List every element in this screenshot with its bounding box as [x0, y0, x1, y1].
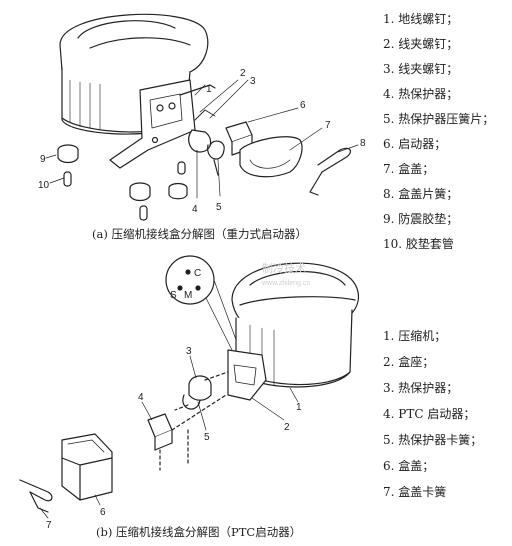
legend-b-item: 7. 盒盖卡簧	[383, 485, 447, 499]
legend-a-item: 4. 热保护器；	[383, 87, 459, 101]
callout-b-5: 5	[204, 432, 210, 443]
legend-a-item: 5. 热保护器压簧片；	[383, 112, 495, 126]
callout-a-7: 7	[325, 120, 331, 131]
callout-a-1: 1	[206, 84, 212, 95]
legend-a-item: 1. 地线螺钉；	[383, 12, 459, 26]
callout-a-9: 9	[40, 154, 46, 165]
callout-a-10: 10	[38, 180, 50, 191]
callout-b-4: 4	[138, 392, 144, 403]
watermark-line2: www.zhileng.cn	[261, 280, 310, 287]
legend-a-item: 6. 启动器；	[383, 137, 447, 151]
callout-a-4: 4	[192, 204, 198, 215]
legend-b-item: 3. 热保护器；	[383, 381, 459, 395]
legend-a-item: 7. 盒盖；	[383, 162, 435, 176]
legend-a-item: 3. 线夹螺钉；	[383, 62, 459, 76]
callout-lines-b	[39, 355, 299, 519]
legend-b-item: 4. PTC 启动器；	[383, 407, 476, 421]
callout-a-5: 5	[216, 202, 222, 213]
callout-b-6: 6	[100, 507, 106, 518]
callout-a-3: 3	[250, 76, 256, 87]
watermark-line1: 制冷技术	[262, 262, 306, 275]
box-base-b	[227, 349, 267, 401]
legend-b-item: 2. 盒座；	[383, 355, 435, 369]
terminal-label-c: C	[194, 268, 201, 279]
legend-a-item: 2. 线夹螺钉；	[383, 37, 459, 51]
legend-a-item: 10. 胶垫套管	[383, 237, 454, 251]
callout-b-7: 7	[46, 520, 52, 531]
callout-b-3: 3	[186, 346, 192, 357]
legend-a-item: 9. 防震胶垫；	[383, 212, 459, 226]
callout-b-1: 1	[296, 402, 302, 413]
caption-a: (a) 压缩机接线盒分解图（重力式启动器）	[92, 227, 307, 241]
callout-b-2: 2	[284, 422, 290, 433]
junction-plate-a	[109, 79, 216, 169]
legend-b-item: 5. 热保护器卡簧；	[383, 433, 483, 447]
legend-b-item: 1. 压缩机；	[383, 329, 447, 343]
compressor-b	[231, 262, 360, 388]
figure-a-drawing	[45, 13, 359, 221]
terminal-label-s: S	[170, 290, 177, 301]
legend-a-item: 8. 盒盖片簧；	[383, 187, 459, 201]
callout-lines-a	[45, 79, 359, 199]
legend-b-item: 6. 盒盖；	[383, 459, 435, 473]
caption-b: (b) 压缩机接线盒分解图（PTC启动器）	[96, 525, 302, 539]
callout-a-6: 6	[300, 100, 306, 111]
terminal-label-m: M	[184, 290, 192, 301]
callout-a-8: 8	[360, 138, 366, 149]
box-cover-b	[61, 433, 113, 501]
figure-b-drawing	[19, 255, 360, 519]
callout-a-2: 2	[240, 68, 246, 79]
